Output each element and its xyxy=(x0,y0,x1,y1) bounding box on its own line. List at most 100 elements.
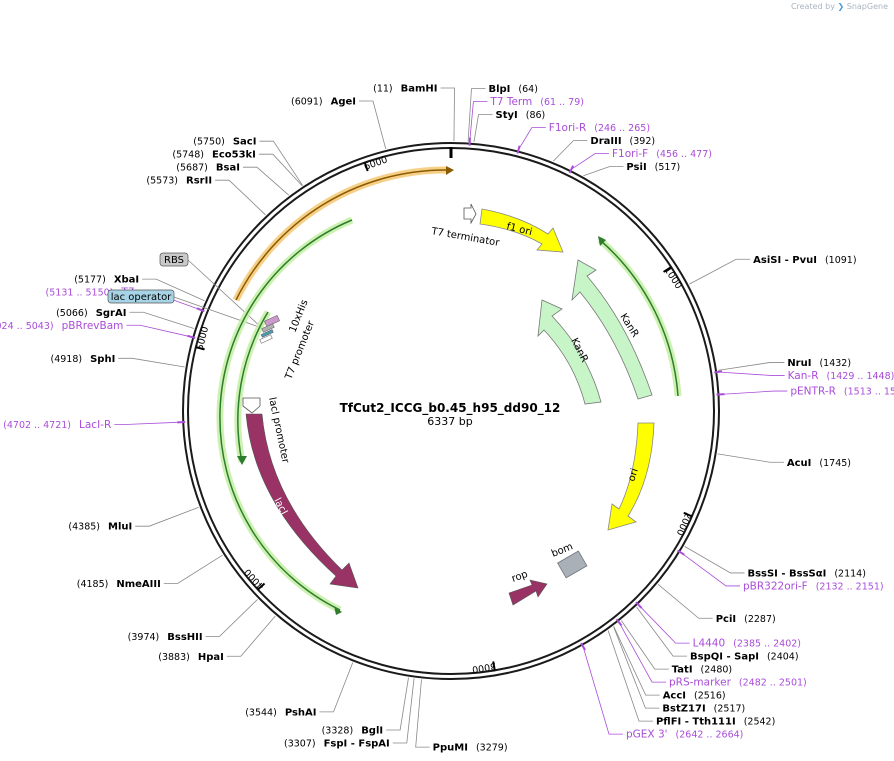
site-label-20[interactable]: (3974)BssHII xyxy=(128,632,203,643)
site-leader-11 xyxy=(621,620,669,670)
tick-mark-4000 xyxy=(257,582,266,591)
plasmid-backbone xyxy=(182,142,720,680)
site-label-29[interactable]: (5750)SacI xyxy=(193,137,256,148)
site-label-7[interactable]: AcuI(1745) xyxy=(787,458,851,469)
label-position: (3974) xyxy=(128,632,160,643)
site-label-30[interactable]: (6091)AgeI xyxy=(291,97,356,108)
primer-label-9[interactable]: (4702 .. 4721)LacI-R xyxy=(3,419,111,431)
feature-t7-promoter-mark xyxy=(259,334,273,344)
feature-laci xyxy=(245,413,359,589)
site-label-2[interactable]: StyI (86) xyxy=(496,110,546,121)
site-label-28[interactable]: (5748) Eco53kI xyxy=(172,150,256,161)
site-label-27[interactable]: (5687)BsaI xyxy=(176,163,240,174)
label-position: (1745) xyxy=(819,458,851,469)
label-name: BglI xyxy=(361,725,383,736)
feature-rop xyxy=(508,579,548,606)
tick-mark-1000 xyxy=(663,266,672,273)
site-leader-3 xyxy=(553,140,588,162)
primer-label-3[interactable]: Kan-R(1429 .. 1448) xyxy=(788,370,894,382)
features xyxy=(242,203,655,606)
site-label-11[interactable]: TatI(2480) xyxy=(672,665,732,676)
label-position: (5066) xyxy=(56,308,88,319)
label-position: (4918) xyxy=(51,354,83,365)
site-label-14[interactable]: PflFI - Tth111I(2542) xyxy=(656,717,775,728)
site-label-24[interactable]: (5066)SgrAI xyxy=(56,308,126,319)
label-name: LacI-R xyxy=(79,419,111,431)
site-label-6[interactable]: NruI(1432) xyxy=(787,358,851,369)
primer-site-mark xyxy=(516,145,521,154)
label-name: PciI xyxy=(716,614,736,625)
boxed-label-0[interactable]: RBS xyxy=(164,255,184,266)
label-position: (3544) xyxy=(245,707,277,718)
primer-label-1[interactable]: F1ori-R(246 .. 265) xyxy=(549,122,650,134)
primer-label-2[interactable]: F1ori-F(456 .. 477) xyxy=(612,148,712,160)
site-label-12[interactable]: AccI(2516) xyxy=(663,691,726,702)
site-label-4[interactable]: PsiI(517) xyxy=(626,162,680,173)
primer-label-0[interactable]: T7 Term(61 .. 79) xyxy=(489,96,584,108)
site-label-19[interactable]: (3883)HpaI xyxy=(158,652,224,663)
site-leader-12 xyxy=(613,626,660,696)
primer-leader-0 xyxy=(469,101,488,142)
site-leader-17 xyxy=(386,677,409,731)
label-leaders xyxy=(114,87,788,748)
label-ori: ori xyxy=(626,467,640,483)
label-name: Eco53kI xyxy=(212,150,256,161)
label-t7-terminator: T7 terminator xyxy=(429,226,501,249)
feature-t7-terminator xyxy=(463,203,477,225)
primer-label-10[interactable]: (5024 .. 5043) pBRrevBam xyxy=(0,320,123,332)
primer-label-7[interactable]: pRS-marker(2482 .. 2501) xyxy=(669,677,807,689)
label-name: SacI xyxy=(233,137,257,148)
label-position: (2516) xyxy=(694,691,726,702)
site-label-17[interactable]: (3328)BglI xyxy=(322,725,384,736)
site-leader-22 xyxy=(135,506,199,527)
boxed-label-bg-0 xyxy=(159,252,189,267)
label-position: (2480) xyxy=(701,665,733,676)
label-position: (5024 .. 5043) xyxy=(0,321,54,332)
site-label-3[interactable]: DraIII(392) xyxy=(590,136,655,147)
site-label-16[interactable]: (3307)FspI - FspAI xyxy=(284,738,390,749)
site-label-0[interactable]: (11)BamHI xyxy=(373,84,437,95)
feature-lac-operator-mark xyxy=(260,329,274,338)
site-label-13[interactable]: BstZ17I(2517) xyxy=(662,704,745,715)
label-position: (5748) xyxy=(172,150,204,161)
site-label-1[interactable]: BlpI(64) xyxy=(488,84,537,95)
primer-label-5[interactable]: pBR322ori-F(2132 .. 2151) xyxy=(743,580,884,592)
label-position: (11) xyxy=(373,84,393,95)
orf-arc-green-left-arrowhead xyxy=(334,606,342,615)
site-label-22[interactable]: (4385)MluI xyxy=(68,522,132,533)
site-leader-5 xyxy=(689,258,751,285)
primer-leader-2 xyxy=(571,153,609,170)
site-label-8[interactable]: BssSI - BssSαI(2114) xyxy=(747,568,865,579)
outer-labels: (11)BamHI (6091)AgeI (5750)SacI (5748) Eco53… xyxy=(0,84,894,754)
boxed-label-1[interactable]: lac operator xyxy=(111,292,172,303)
label-position: (2482 .. 2501) xyxy=(739,678,807,689)
site-label-18[interactable]: (3544)PshAI xyxy=(245,707,316,718)
site-label-9[interactable]: PciI(2287) xyxy=(716,614,776,625)
primer-label-4[interactable]: pENTR-R(1513 .. 1532) xyxy=(790,386,894,398)
primer-label-8[interactable]: pGEX 3'(2642 .. 2664) xyxy=(626,729,743,741)
label-name: pBRrevBam xyxy=(62,320,124,332)
label-position: (1429 .. 1448) xyxy=(826,371,894,382)
orf-arc-green-inner-line xyxy=(237,311,269,463)
label-position: (86) xyxy=(526,110,546,121)
site-label-23[interactable]: (4918)SphI xyxy=(51,354,116,365)
feature-rbs-mark xyxy=(261,323,275,333)
site-label-15[interactable]: PpuMI(3279) xyxy=(433,743,508,754)
site-label-26[interactable]: (5573)RsrII xyxy=(146,176,212,187)
site-label-5[interactable]: AsiSI - PvuI(1091) xyxy=(753,255,856,266)
credit-text: Created by xyxy=(790,2,835,11)
label-position: (2642 .. 2664) xyxy=(676,730,744,741)
feature-kanr-outer xyxy=(571,259,653,400)
site-label-21[interactable]: (4185)NmeAIII xyxy=(77,579,161,590)
primer-leader-9 xyxy=(114,421,182,425)
primer-label-6[interactable]: L4440(2385 .. 2402) xyxy=(693,638,801,650)
site-label-10[interactable]: BspQI - SapI(2404) xyxy=(690,652,799,663)
site-leader-0 xyxy=(440,87,455,142)
label-name: XbaI xyxy=(114,275,139,286)
label-name: StyI xyxy=(496,110,518,121)
site-leader-10 xyxy=(636,606,688,657)
site-label-25[interactable]: (5177)XbaI xyxy=(74,275,139,286)
site-leader-18 xyxy=(319,662,354,713)
tick-label-4000: 4000 xyxy=(242,566,266,591)
label-position: (1432) xyxy=(819,358,851,369)
